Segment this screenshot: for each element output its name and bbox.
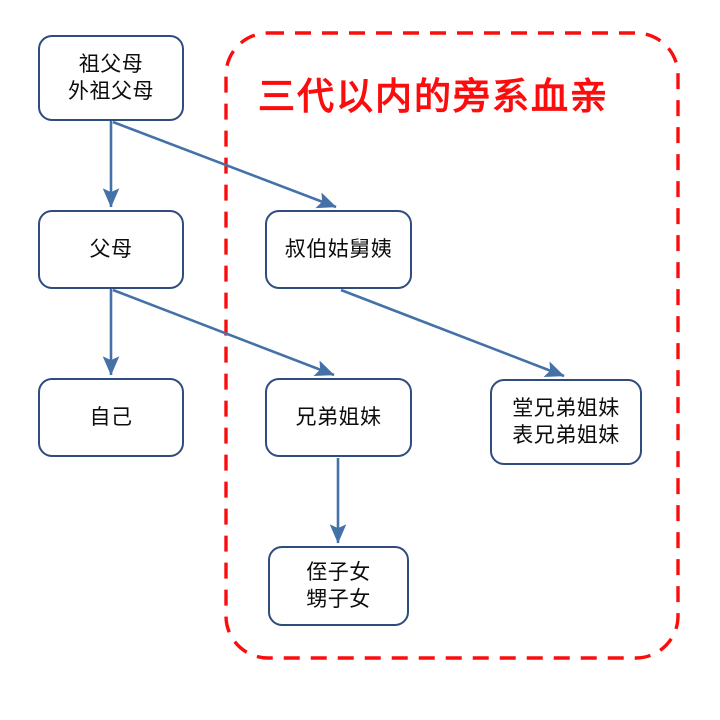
node-cousins-label: 堂兄弟姐妹 表兄弟姐妹 — [512, 396, 620, 447]
node-grandparents[interactable]: 祖父母 外祖父母 — [38, 35, 184, 121]
edge-uncles-to-cousins — [340, 288, 565, 378]
connector-arrows — [102, 120, 565, 544]
node-self[interactable]: 自己 — [38, 378, 184, 457]
node-parents-label: 父母 — [89, 237, 133, 262]
edge-grandparents-to-uncles — [112, 120, 337, 209]
node-uncles-aunts-label: 叔伯姑舅姨 — [284, 237, 393, 262]
node-uncles-aunts[interactable]: 叔伯姑舅姨 — [265, 210, 412, 289]
node-grandparents-label: 祖父母 外祖父母 — [68, 52, 154, 103]
edge-parents-to-siblings — [112, 288, 335, 377]
node-siblings[interactable]: 兄弟姐妹 — [265, 378, 412, 457]
node-parents[interactable]: 父母 — [38, 210, 184, 289]
group-title-text: 三代以内的旁系血亲 — [258, 75, 609, 118]
node-cousins[interactable]: 堂兄弟姐妹 表兄弟姐妹 — [490, 379, 642, 465]
node-siblings-label: 兄弟姐妹 — [295, 405, 382, 430]
node-self-label: 自己 — [89, 405, 133, 430]
node-nephews[interactable]: 侄子女 甥子女 — [268, 546, 409, 626]
node-nephews-label: 侄子女 甥子女 — [306, 560, 371, 611]
